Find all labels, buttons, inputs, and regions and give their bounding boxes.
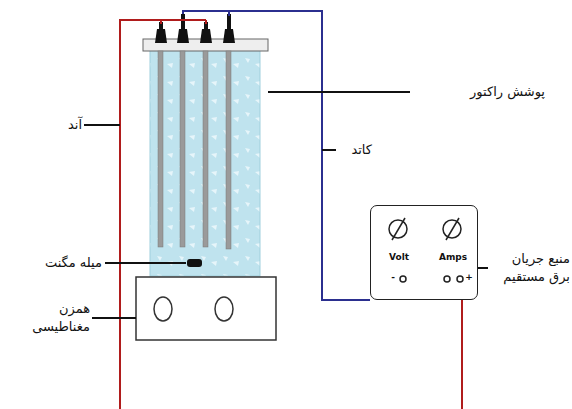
amps-label: Amps	[439, 252, 467, 262]
leader-lines	[84, 92, 488, 318]
anode-label: آند	[22, 116, 82, 134]
power-supply-label: منبع جریان برق مستقیم	[492, 250, 570, 285]
stirrer-label: همزن مغناطیسی	[20, 300, 90, 335]
magnet-label: میله مگنت	[7, 254, 102, 272]
cathode-wire	[183, 11, 370, 300]
terminal-sign: +	[465, 272, 473, 282]
magnet-bar	[187, 259, 202, 267]
dials	[389, 218, 463, 282]
power-supply-box: Volt Amps - +	[370, 205, 478, 300]
stirrer-knob	[215, 297, 233, 321]
cover-label: پوشش راکتور	[415, 83, 545, 101]
cathode-label: کاتد	[332, 141, 372, 159]
anode-wire	[120, 20, 206, 409]
reactor-vessel	[150, 50, 260, 276]
volt-label: Volt	[389, 252, 409, 262]
stirrer-knob	[154, 297, 172, 321]
magnetic-stirrer	[136, 277, 276, 340]
terminal-sign: -	[391, 272, 395, 282]
electrode-caps	[155, 14, 235, 43]
electrodes	[158, 51, 231, 249]
anode-wire	[461, 300, 463, 409]
